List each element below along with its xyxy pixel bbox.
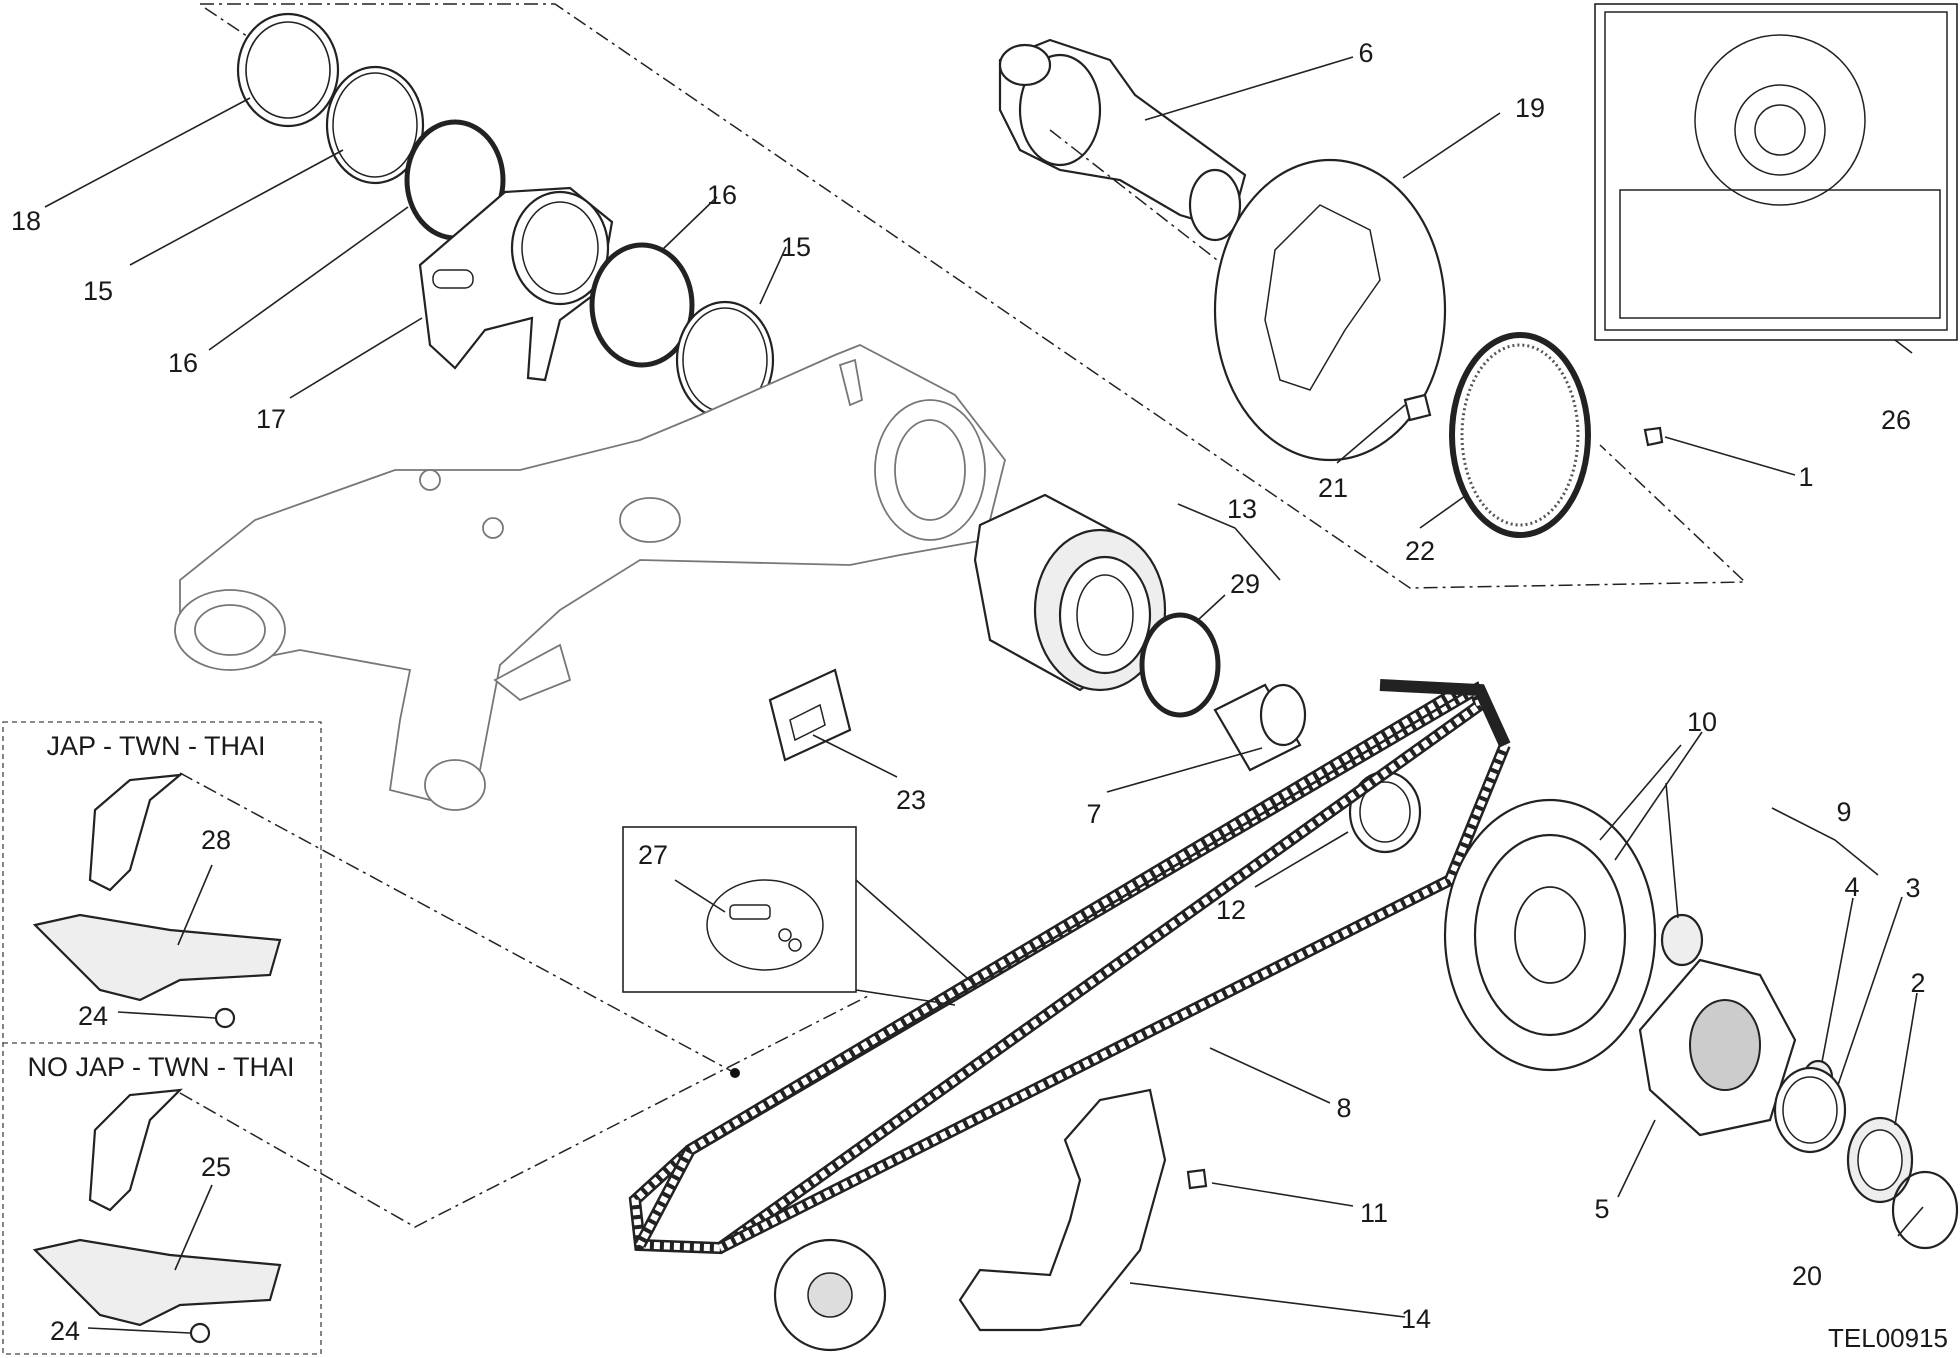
chain-8 (628, 679, 1511, 1255)
ring-16-lower (589, 242, 695, 368)
wheel-shaft-6 (998, 38, 1247, 242)
caliper-bracket-17 (418, 186, 614, 382)
ring-15-lower (675, 300, 775, 420)
circlip-18 (236, 12, 340, 128)
ring-15-upper (325, 65, 425, 185)
circlip-20 (1891, 1170, 1959, 1250)
spacer-7 (1213, 683, 1307, 772)
callout-27: 27 (638, 840, 668, 870)
callout-4: 4 (1844, 872, 1859, 902)
callout-11: 11 (1360, 1198, 1388, 1228)
variant-title-jap-twn-thai: JAP - TWN - THAI (46, 731, 265, 761)
label-plate-23 (768, 668, 852, 762)
callout-23: 23 (896, 785, 926, 815)
callout-1: 1 (1798, 462, 1813, 492)
callout-9: 9 (1836, 797, 1851, 827)
junction-dot (730, 1068, 740, 1078)
callout-18: 18 (11, 206, 41, 236)
variant-axis-upper (179, 772, 736, 1074)
callout-24-lower: 24 (50, 1316, 80, 1346)
callout-13: 13 (1227, 494, 1257, 524)
callout-17: 17 (256, 404, 286, 434)
callout-7: 7 (1086, 799, 1101, 829)
callout-20: 20 (1792, 1261, 1822, 1291)
eccentric-hub-13 (973, 493, 1167, 692)
rear-sprocket-10 (1443, 798, 1657, 1072)
bearing-9 (1660, 913, 1704, 967)
screw-24-upper (214, 1007, 236, 1029)
callout-25: 25 (201, 1152, 231, 1182)
swingarm (174, 344, 1006, 811)
callout-15-left: 15 (83, 276, 113, 306)
leader-lines (44, 56, 1924, 1334)
variant-title-no-jap-twn-thai: NO JAP - TWN - THAI (27, 1052, 294, 1082)
brake-disc-19 (1213, 158, 1447, 462)
callout-8: 8 (1336, 1093, 1351, 1123)
chain-guide-25 (32, 1088, 282, 1327)
screw-24-lower (189, 1322, 211, 1344)
callout-2: 2 (1910, 968, 1925, 998)
callout-16-left: 16 (168, 348, 198, 378)
screw-21 (1403, 393, 1432, 422)
tone-ring-22 (1449, 332, 1591, 538)
front-sprocket (773, 1238, 887, 1352)
inset-detail-27 (622, 826, 976, 1006)
callout-15-right: 15 (781, 232, 811, 262)
callout-28: 28 (201, 825, 231, 855)
callout-16-right: 16 (707, 180, 737, 210)
variant-axis-lower (179, 994, 871, 1228)
washer-3 (1773, 1066, 1847, 1154)
callout-6: 6 (1358, 38, 1373, 68)
sprocket-carrier-5 (1638, 958, 1797, 1137)
callout-22: 22 (1405, 536, 1435, 566)
bracket-13 (1177, 503, 1281, 581)
sprocket-cover-14 (958, 1088, 1167, 1332)
callout-19: 19 (1515, 93, 1545, 123)
seal-29 (1139, 612, 1221, 718)
chain-guide-28 (32, 773, 282, 1002)
screw-11 (1186, 1168, 1208, 1190)
callout-3: 3 (1905, 873, 1920, 903)
callout-29: 29 (1230, 569, 1260, 599)
callout-24-upper: 24 (78, 1001, 108, 1031)
bracket-9 (1771, 807, 1879, 876)
callout-14: 14 (1401, 1304, 1431, 1334)
variant-frame (2, 721, 322, 1355)
callout-26: 26 (1881, 405, 1911, 435)
inset-detail-26 (1594, 3, 1958, 341)
callout-5: 5 (1594, 1194, 1609, 1224)
assembly-envelope-top (200, 3, 1747, 589)
drawing-code: TEL00915 (1828, 1323, 1948, 1353)
screw-1 (1643, 426, 1664, 447)
callout-12: 12 (1216, 895, 1246, 925)
callout-10: 10 (1687, 707, 1717, 737)
ring-nut-2 (1846, 1116, 1914, 1204)
callout-21: 21 (1318, 473, 1348, 503)
